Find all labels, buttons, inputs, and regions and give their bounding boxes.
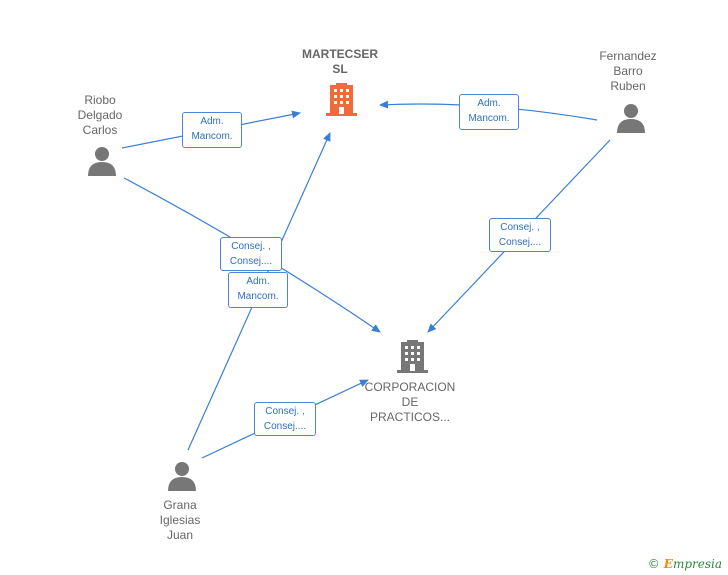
- person-label-riobo[interactable]: Riobo Delgado Carlos: [77, 93, 123, 137]
- relation-label-riobo-martecser[interactable]: Adm. Mancom.: [182, 112, 242, 148]
- relation-label-fernandez-martecser[interactable]: Adm. Mancom.: [459, 94, 519, 130]
- person-label-grana[interactable]: Grana Iglesias Juan: [159, 498, 201, 542]
- person-icon: [88, 147, 116, 176]
- relation-label-riobo-corporacion[interactable]: Consej. , Consej....: [220, 237, 282, 271]
- relation-label-grana-corporacion[interactable]: Consej. , Consej....: [254, 402, 316, 436]
- company-label-corporacion[interactable]: CORPORACION DE PRACTICOS...: [364, 380, 456, 424]
- relation-label-fernandez-corporacion[interactable]: Consej. , Consej....: [489, 218, 551, 252]
- building-icon: [397, 340, 428, 373]
- person-icon: [168, 462, 196, 491]
- person-label-fernandez[interactable]: Fernandez Barro Ruben: [599, 49, 657, 93]
- brand-logo: ©Empresia: [647, 557, 722, 571]
- company-label-martecser[interactable]: MARTECSER SL: [301, 47, 378, 76]
- copyright-icon: ©: [647, 557, 660, 571]
- person-icon: [617, 104, 645, 133]
- relation-label-grana-martecser[interactable]: Adm. Mancom.: [228, 272, 288, 308]
- building-icon: [326, 83, 357, 116]
